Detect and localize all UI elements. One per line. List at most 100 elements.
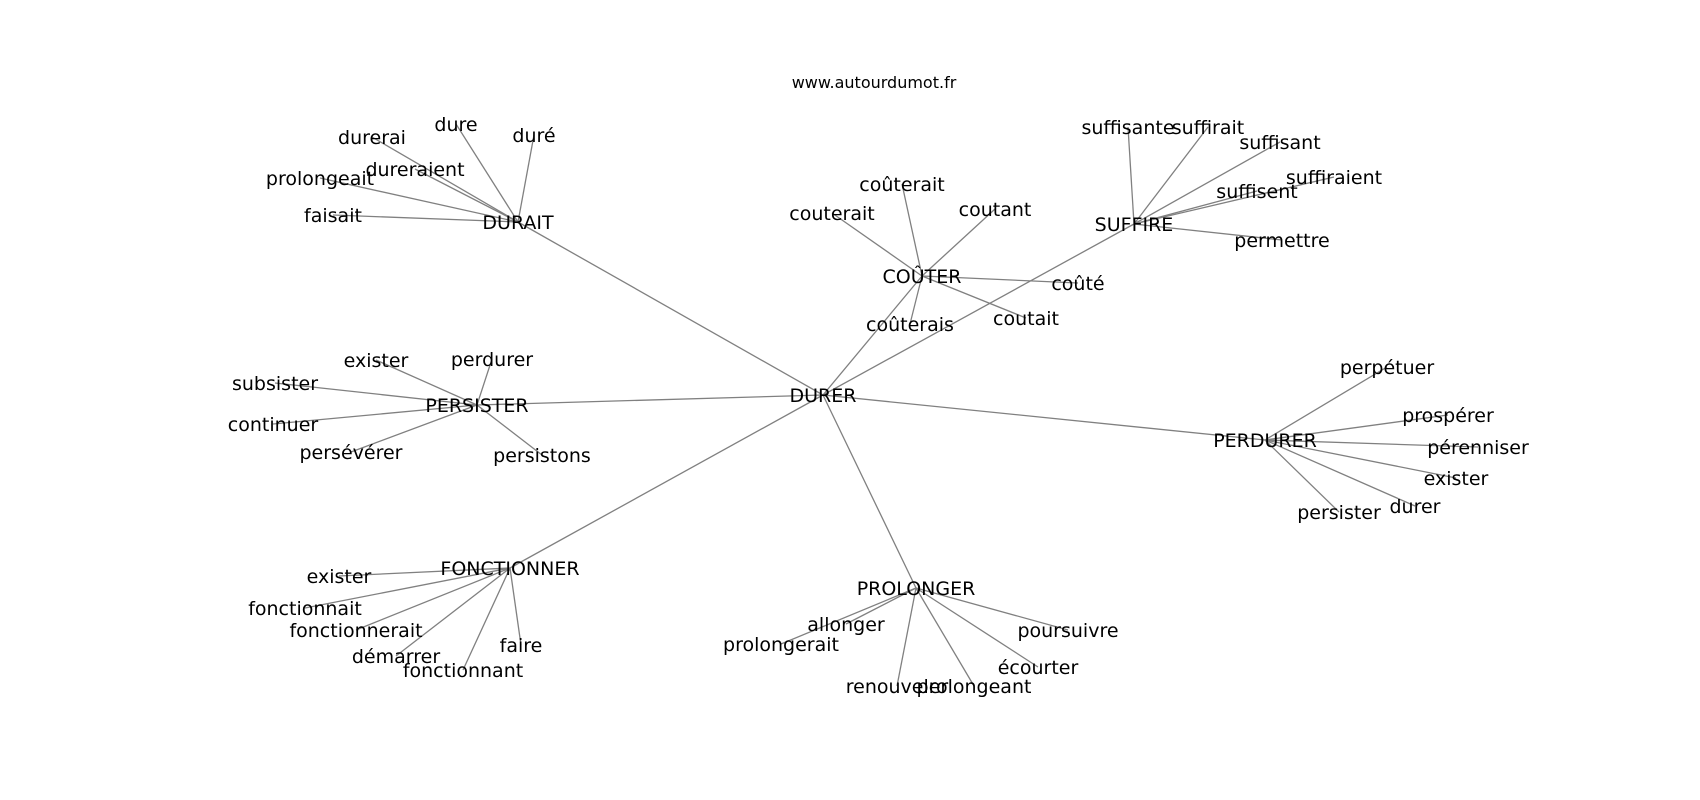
edge-durait-d_dureraient [414,168,519,223]
hub-node-prolonger[interactable]: PROLONGER [857,578,976,600]
edge-durer-persister [476,394,824,406]
word-node-r-exister[interactable]: exister [1424,468,1489,490]
word-node-f-fonctionnant[interactable]: fonctionnant [403,660,523,682]
word-node-d-dure[interactable]: dure [434,114,477,136]
edge-fonctionner-f_exister [338,567,511,577]
edge-durer-prolonger [822,394,917,589]
edge-prolonger-g_ecourter [915,587,1039,668]
edge-persister-p_persistons [476,404,543,456]
edge-suffire-s_suffiraient [1133,176,1335,225]
edge-suffire-s_suffisent [1133,190,1258,225]
edge-persister-p_continuer [272,404,478,425]
word-node-s-suffirait[interactable]: suffirait [1172,117,1245,139]
word-node-r-perpetuer[interactable]: perpétuer [1340,357,1434,379]
word-node-f-fonctionnerait[interactable]: fonctionnerait [289,620,422,642]
word-node-p-persistons[interactable]: persistons [493,445,591,467]
word-node-c-couterais[interactable]: coûterais [866,314,954,336]
word-node-p-perseverer[interactable]: persévérer [300,442,403,464]
edge-prolonger-g_poursuivre [915,587,1069,631]
edge-couter-c_coutant [921,208,996,277]
hub-node-fonctionner[interactable]: FONCTIONNER [440,558,579,580]
edge-couter-c_couterait2 [901,183,923,277]
word-node-d-dure2[interactable]: duré [512,125,555,147]
word-node-d-faisait[interactable]: faisait [304,205,362,227]
edge-fonctionner-f_fonctionnait [304,567,511,609]
edge-suffire-s_suffirait [1133,126,1209,225]
edge-perdurer_hub-r_perenniser [1264,439,1479,448]
edge-suffire-s_suffisant [1133,141,1281,225]
hub-node-suffire[interactable]: SUFFIRE [1095,214,1174,236]
hub-node-perdurer-hub[interactable]: PERDURER [1213,430,1317,452]
edge-durer-suffire [822,223,1135,396]
word-node-s-permettre[interactable]: permettre [1234,230,1329,252]
edge-prolonger-g_allonger [845,587,917,625]
edge-persister-p_perdurer [476,358,493,406]
word-node-d-durerai[interactable]: durerai [338,127,406,149]
graph-edges [272,123,1479,687]
edge-durait-d_prolongeait [319,177,519,223]
hub-node-durait[interactable]: DURAIT [482,212,554,234]
edge-perdurer_hub-r_prosperer [1264,414,1449,441]
edge-durait-d_dure [455,123,519,223]
edge-perdurer_hub-r_exister [1264,439,1457,479]
edge-perdurer_hub-r_durer [1264,439,1416,507]
word-node-s-suffisante[interactable]: suffisante [1081,117,1174,139]
edge-durer-durait [517,221,824,396]
word-node-p-subsister[interactable]: subsister [232,373,318,395]
edge-persister-p_subsister [274,382,478,406]
edge-durer-perdurer_hub [822,394,1266,441]
word-node-p-perdurer[interactable]: perdurer [451,349,533,371]
word-node-s-suffisant[interactable]: suffisant [1239,132,1320,154]
hub-node-durer[interactable]: DURER [790,385,857,407]
edge-suffire-s_permettre [1133,223,1283,241]
word-node-d-prolongeait[interactable]: prolongeait [266,168,374,190]
word-node-f-demarrer[interactable]: démarrer [352,646,440,668]
edge-prolonger-g_renouveler [896,587,917,687]
edge-fonctionner-f_fonctionnant [462,567,511,671]
edge-fonctionner-f_demarrer [395,567,511,657]
word-node-c-couterait2[interactable]: coûterait [859,174,944,196]
edge-fonctionner-f_fonctionnerait [355,567,511,631]
edge-couter-c_couterais [909,275,923,325]
word-node-r-prosperer[interactable]: prospérer [1402,405,1494,427]
word-node-r-persister[interactable]: persister [1297,502,1381,524]
edge-couter-c_couterait [831,212,923,277]
edge-durait-d_faisait [332,214,519,223]
edge-prolonger-g_prolongerait [780,587,917,645]
word-node-s-suffiraient[interactable]: suffiraient [1286,167,1382,189]
edge-durer-fonctionner [509,394,824,569]
edge-durait-d_dure2 [517,134,535,223]
word-node-g-ecourter[interactable]: écourter [998,657,1079,679]
edge-perdurer_hub-r_persister [1264,439,1340,513]
word-node-r-perenniser[interactable]: pérenniser [1427,437,1529,459]
edge-perdurer_hub-r_perpetuer [1264,366,1388,441]
site-url: www.autourdumot.fr [792,73,957,92]
edge-couter-c_coute [921,275,1079,284]
word-node-p-continuer[interactable]: continuer [228,414,319,436]
word-node-p-exister[interactable]: exister [344,350,409,372]
word-node-g-allonger[interactable]: allonger [807,614,885,636]
word-node-g-renouveler[interactable]: renouveler [846,676,949,698]
hub-node-couter[interactable]: COÛTER [883,264,962,288]
word-node-g-poursuivre[interactable]: poursuivre [1017,620,1118,642]
word-node-c-coutait[interactable]: coutait [993,308,1059,330]
edge-persister-p_perseverer [350,404,478,453]
word-node-c-couterait[interactable]: couterait [789,203,874,225]
word-node-r-durer[interactable]: durer [1390,496,1441,518]
edge-prolonger-g_prolongeant [915,587,975,687]
word-node-f-faire[interactable]: faire [500,635,543,657]
edge-durer-couter [822,275,923,396]
word-node-f-fonctionnait[interactable]: fonctionnait [248,598,362,620]
word-node-g-prolongerait[interactable]: prolongerait [723,634,839,656]
word-node-f-exister[interactable]: exister [307,566,372,588]
hub-node-persister[interactable]: PERSISTER [425,395,528,417]
word-node-c-coute[interactable]: coûté [1051,273,1104,295]
word-node-d-dureraient[interactable]: dureraient [365,159,464,181]
word-node-c-coutant[interactable]: coutant [959,199,1032,221]
edge-couter-c_coutait [921,275,1027,319]
edge-fonctionner-f_faire [509,567,522,646]
word-node-g-prolongeant[interactable]: prolongeant [917,676,1032,698]
edge-durait-d_durerai [371,136,519,223]
word-node-s-suffisent[interactable]: suffisent [1216,181,1297,203]
